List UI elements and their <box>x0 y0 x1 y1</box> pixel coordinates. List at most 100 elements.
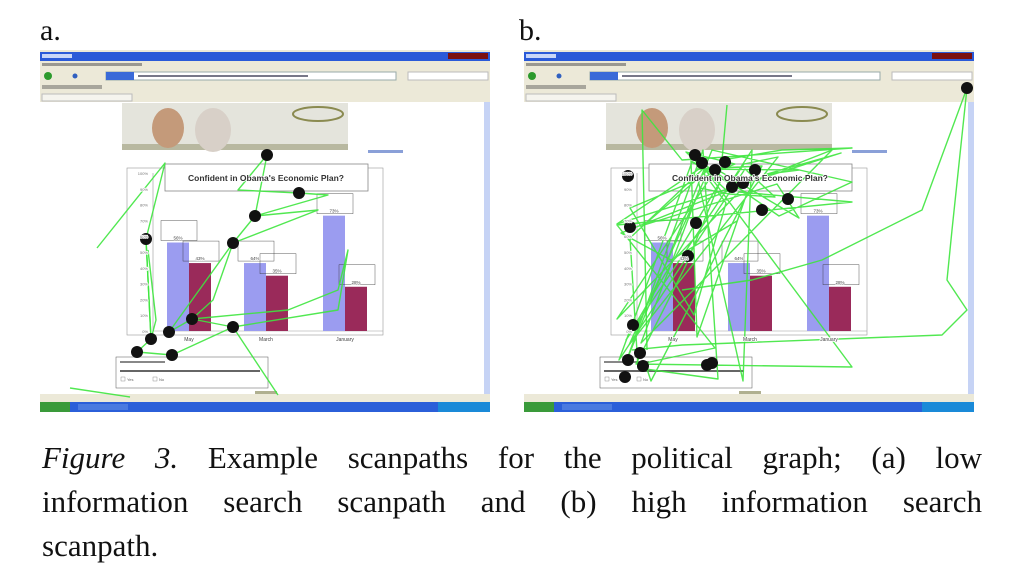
menu-bar <box>526 63 626 66</box>
y-tick-label: 90% <box>140 187 148 192</box>
answer-yes-label: Yes <box>127 377 134 382</box>
company-logo <box>776 106 828 122</box>
bar-value-label: 35% <box>756 269 765 274</box>
person-photo <box>636 108 668 148</box>
answer-yes-label: Yes <box>611 377 618 382</box>
system-tray <box>922 402 974 412</box>
answer-yes-checkbox <box>604 376 610 382</box>
y-tick-label: 50% <box>624 250 632 255</box>
fixation-point <box>782 193 794 205</box>
bookmarks-bar <box>42 85 102 89</box>
title-bar <box>524 52 974 61</box>
bar-value-label: 56% <box>173 236 182 241</box>
site-identity <box>590 72 618 80</box>
y-tick-label: 20% <box>140 297 148 302</box>
top-link <box>368 150 403 153</box>
status-bar <box>524 394 974 402</box>
status-bar <box>40 394 490 402</box>
fixation-point <box>634 347 646 359</box>
fixation-point <box>186 313 198 325</box>
y-tick-label: 50% <box>140 250 148 255</box>
back-icon <box>44 72 52 80</box>
y-tick-label: 80% <box>624 203 632 208</box>
answer-yes-checkbox <box>120 376 126 382</box>
category-label: May <box>184 337 194 343</box>
caption-line-2: information search scanpath and (b) high… <box>42 484 982 519</box>
y-tick-label: 30% <box>624 282 632 287</box>
y-tick-label: 10% <box>140 313 148 318</box>
category-label: January <box>820 337 838 343</box>
taskbar <box>40 402 490 412</box>
browser-tab <box>525 93 617 102</box>
selection-handle <box>743 253 781 274</box>
selection-handle <box>259 253 297 274</box>
header-strip <box>122 144 348 150</box>
caption-line-1: Example scanpaths for the political grap… <box>178 440 982 475</box>
fixation-point <box>166 349 178 361</box>
panel-a-label: a. <box>40 14 61 47</box>
menu-bar <box>42 63 142 66</box>
y-tick-label: 100% <box>622 171 633 176</box>
fixation-point <box>637 360 649 372</box>
fixation-point <box>261 149 273 161</box>
page-content <box>40 102 484 394</box>
window-title <box>526 54 556 58</box>
taskbar-item <box>562 404 612 410</box>
fixation-point <box>145 333 157 345</box>
top-link <box>852 150 887 153</box>
chart-title: Confident in Obama's Economic Plan? <box>672 173 828 183</box>
category-label: March <box>259 337 273 343</box>
fixation-point <box>726 181 738 193</box>
fixation-point <box>696 157 708 169</box>
panel-b-label: b. <box>519 14 542 47</box>
scanpath <box>681 87 968 291</box>
url-text <box>138 75 308 77</box>
fixation-point <box>227 321 239 333</box>
category-label: March <box>743 337 757 343</box>
selection-handle <box>822 264 860 285</box>
answer-no-checkbox <box>636 376 642 382</box>
url-text <box>622 75 792 77</box>
bar-value-label: 56% <box>657 236 666 241</box>
selection-handle <box>316 193 354 214</box>
site-identity <box>106 72 134 80</box>
panel-b-screenshot: Confident in Obama's Economic Plan?0%10%… <box>522 50 976 412</box>
y-tick-label: 20% <box>624 297 632 302</box>
bar-value-label: 73% <box>813 209 822 214</box>
fixation-point <box>293 187 305 199</box>
chart-title: Confident in Obama's Economic Plan? <box>188 173 344 183</box>
bar-value-label: 43% <box>195 256 204 261</box>
y-tick-label: 60% <box>140 234 148 239</box>
panel-a-screenshot: Confident in Obama's Economic Plan? 0% 10%… <box>38 50 492 412</box>
fixation-point <box>622 354 634 366</box>
scanpath <box>145 238 157 340</box>
bar-no <box>829 286 851 331</box>
start-button <box>40 402 70 412</box>
y-tick-label: 70% <box>140 218 148 223</box>
page-content <box>524 102 968 394</box>
start-button <box>524 402 554 412</box>
bar-yes <box>244 263 266 331</box>
fixation-point <box>682 250 694 262</box>
fixation-point <box>689 149 701 161</box>
company-logo <box>292 106 344 122</box>
refresh-icon <box>72 73 78 79</box>
fixation-point <box>749 164 761 176</box>
header-strip <box>606 144 832 150</box>
question-text <box>120 370 260 372</box>
fixation-point <box>737 177 749 189</box>
window-controls <box>448 53 488 59</box>
y-tick-label: 90% <box>624 187 632 192</box>
scanpath <box>69 387 131 398</box>
y-tick-label: 40% <box>140 266 148 271</box>
bar-value-label: 35% <box>272 269 281 274</box>
bar-value-label: 28% <box>835 280 844 285</box>
fixation-point <box>709 164 721 176</box>
y-tick-label: 0% <box>142 329 148 334</box>
y-tick-label: 40% <box>624 266 632 271</box>
bar-no <box>266 275 288 331</box>
refresh-icon <box>556 73 562 79</box>
selection-handle <box>721 240 759 262</box>
person-photo <box>195 108 231 152</box>
bar-value-label: 43% <box>679 256 688 261</box>
